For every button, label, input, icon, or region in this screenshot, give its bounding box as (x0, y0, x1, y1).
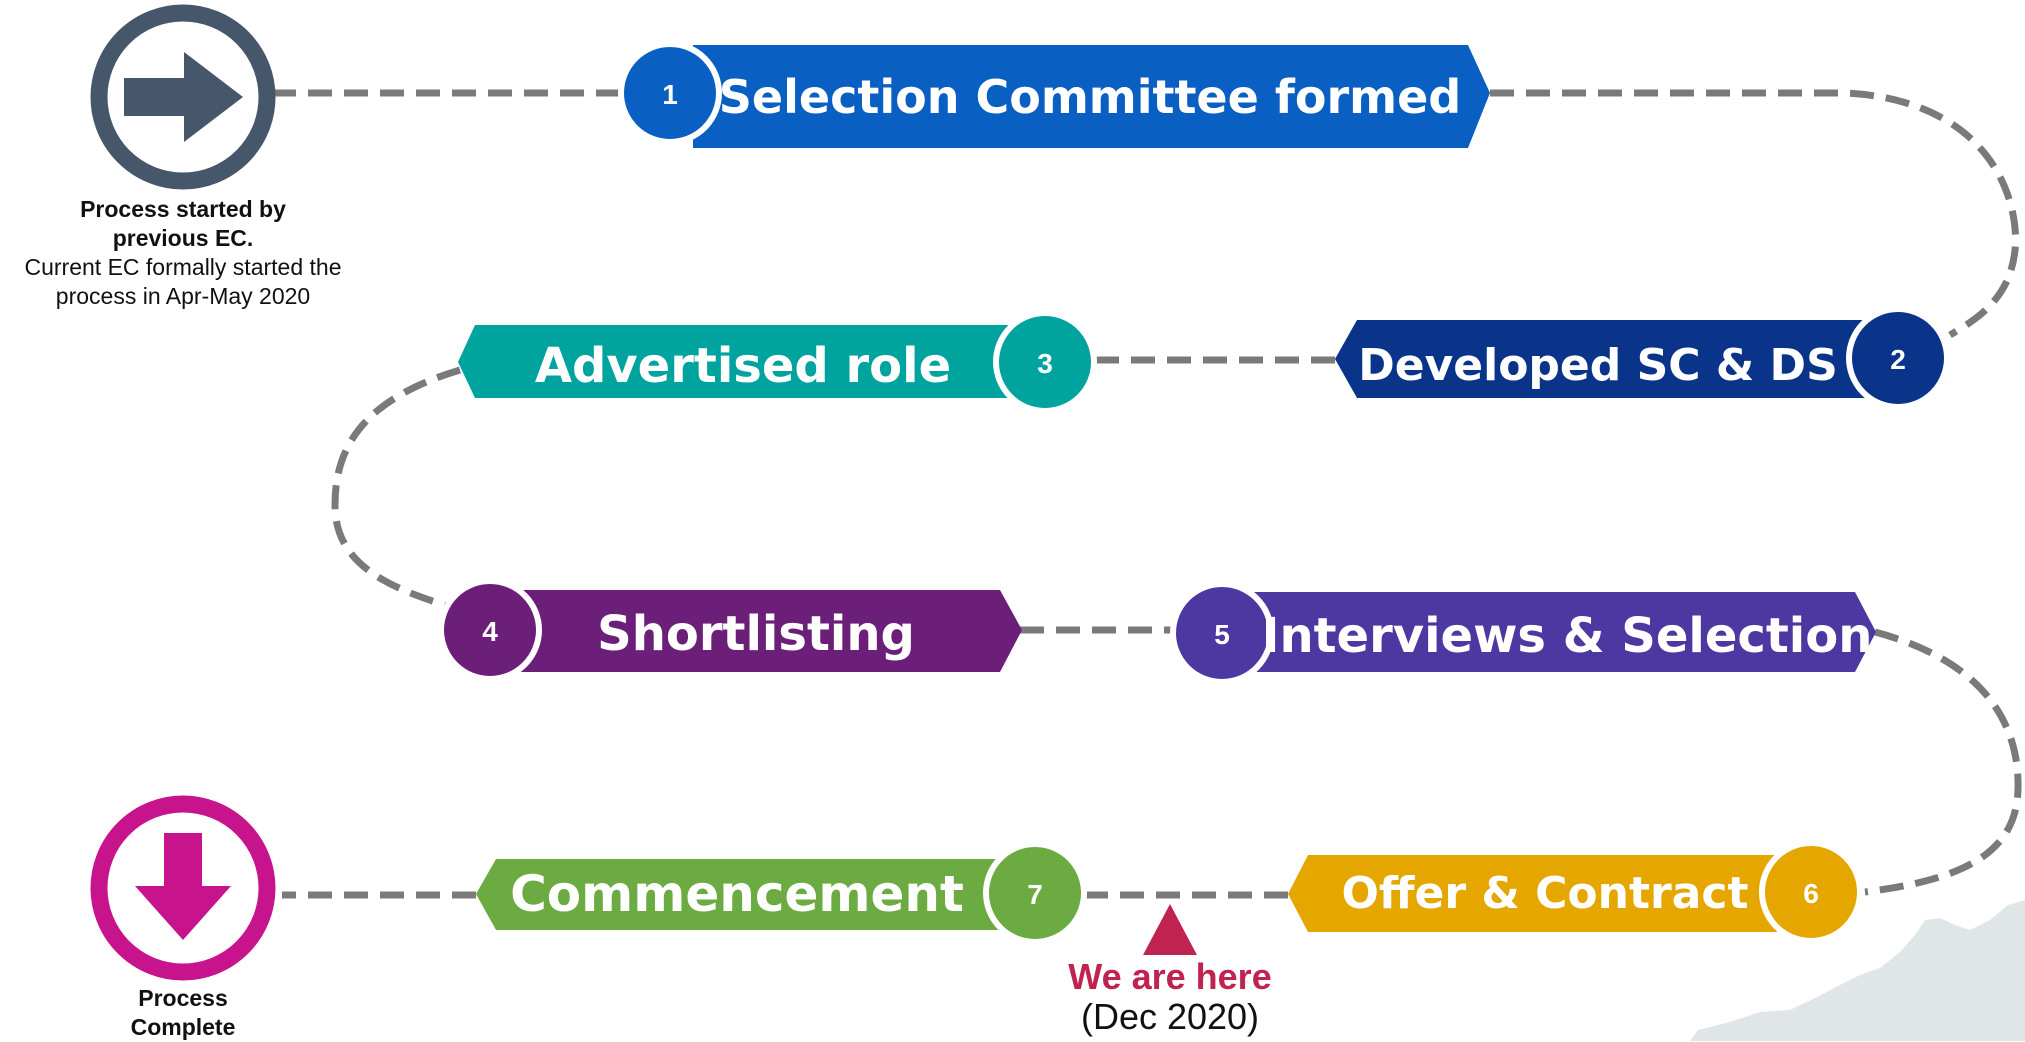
step-4: 4 Shortlisting (438, 578, 1022, 682)
step-7-number: 7 (1027, 879, 1043, 910)
step-4-banner (510, 590, 1022, 672)
step-1: 1 Selection Committee formed (618, 41, 1490, 148)
dashed-path (272, 89, 2022, 899)
step-7-banner (476, 859, 1012, 930)
path-step1-to-step2 (1490, 89, 2019, 339)
step-2: 2 Developed SC & DS (1335, 306, 1950, 410)
step-3-banner (458, 325, 1024, 398)
step-4-number: 4 (482, 616, 498, 647)
step-6: 6 Offer & Contract (1288, 840, 1863, 944)
step-1-number: 1 (662, 79, 678, 110)
step-6-number: 6 (1803, 878, 1819, 909)
step-5-number: 5 (1214, 619, 1230, 650)
step-4-badge (438, 578, 542, 682)
path-step5-to-step6 (1864, 628, 2022, 896)
step-6-badge (1759, 840, 1863, 944)
start-note-text: Current EC formally started the process … (24, 254, 342, 309)
start-arrow-icon (90, 4, 276, 190)
step-2-number: 2 (1890, 344, 1906, 375)
step-5-label: Interviews & Selection (1262, 608, 1873, 664)
end-note: Process Complete (113, 984, 253, 1042)
end-note-bold: Process Complete (130, 985, 236, 1040)
we-are-here-label: We are here (Dec 2020) (1020, 957, 1320, 1037)
end-arrow-down-icon (90, 795, 276, 981)
step-7-badge (983, 841, 1087, 945)
step-3-label: Advertised role (535, 338, 951, 394)
step-5-banner (1247, 592, 1876, 672)
step-1-banner (693, 45, 1490, 148)
step-2-badge (1846, 306, 1950, 410)
start-note-bold: Process started by previous EC. (80, 196, 286, 251)
step-5-badge (1170, 581, 1274, 685)
we-are-here-text: We are here (1068, 956, 1272, 997)
step-4-label: Shortlisting (597, 606, 915, 662)
step-2-banner (1335, 320, 1878, 398)
path-step3-to-step4 (331, 366, 462, 609)
step-6-label: Offer & Contract (1342, 868, 1749, 919)
step-3: 3 Advertised role (458, 310, 1097, 414)
step-3-number: 3 (1037, 348, 1053, 379)
step-1-label: Selection Committee formed (719, 70, 1461, 124)
step-7-label: Commencement (510, 865, 964, 923)
step-5: 5 Interviews & Selection (1170, 581, 1876, 685)
we-are-here-marker-icon (1143, 904, 1197, 955)
step-7: 7 Commencement (476, 841, 1087, 945)
we-are-here-date: (Dec 2020) (1080, 996, 1260, 1037)
step-3-badge (993, 310, 1097, 414)
start-note: Process started by previous EC. Current … (0, 195, 366, 311)
step-2-label: Developed SC & DS (1358, 340, 1838, 391)
skyline-decoration (1690, 900, 2025, 1041)
step-1-badge (618, 41, 722, 145)
step-6-banner (1288, 855, 1790, 932)
